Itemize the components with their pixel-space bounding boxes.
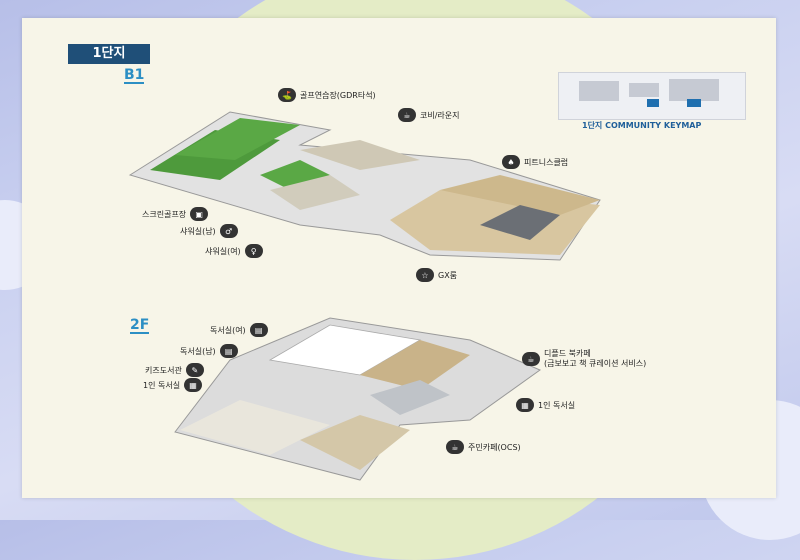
label-lounge: ☕코비/라운지 [398, 108, 460, 122]
shower-icon: ♂ [219, 224, 238, 238]
label-single-study-right: ▦1인 독서실 [516, 398, 575, 412]
b1-plan [128, 111, 601, 261]
single-study-icon: ▦ [184, 378, 203, 392]
keymap-caption: 1단지 COMMUNITY KEYMAP [582, 121, 702, 130]
study-icon: ▤ [219, 344, 238, 358]
complex-title: 1단지 [68, 44, 150, 64]
label-fitness: ♠피트니스클럽 [502, 155, 568, 169]
book-cafe-icon: ☕ [522, 352, 540, 366]
label-golf-range: ⛳골프연습장(GDR타석) [278, 88, 376, 102]
label-single-study-left: 1인 독서실▦ [143, 378, 203, 392]
label-shower-women: 샤워실(여)♀ [205, 244, 263, 258]
shower-icon: ♀ [244, 244, 263, 258]
keymap-graphic [579, 79, 719, 107]
2f-plan [174, 317, 542, 481]
gx-icon: ☆ [416, 268, 434, 282]
floor-label-b1: B1 [124, 67, 145, 84]
label-gx-room: ☆GX룸 [416, 268, 457, 282]
single-study-icon: ▦ [516, 398, 534, 412]
label-study-women: 독서실(여)▤ [210, 323, 268, 337]
lounge-icon: ☕ [398, 108, 416, 122]
study-icon: ▤ [249, 323, 268, 337]
fitness-icon: ♠ [502, 155, 520, 169]
kids-library-icon: ✎ [185, 363, 204, 377]
keymap-thumbnail[interactable] [558, 72, 746, 120]
label-screen-golf: 스크린골프장▣ [142, 207, 209, 221]
label-shower-men: 샤워실(남)♂ [180, 224, 238, 238]
label-study-men: 독서실(남)▤ [180, 344, 238, 358]
floor-plans [128, 111, 601, 481]
screen-golf-icon: ▣ [190, 207, 209, 221]
floor-label-2f: 2F [130, 317, 150, 334]
label-book-cafe: ☕ 디플드 북카페 (금보보고 책 큐레이션 서비스) [522, 349, 646, 369]
label-resident-cafe: ☕주민카페(OCS) [446, 440, 521, 454]
cafe-icon: ☕ [446, 440, 464, 454]
label-kids-library: 키즈도서관✎ [145, 363, 204, 377]
golf-icon: ⛳ [278, 88, 296, 102]
